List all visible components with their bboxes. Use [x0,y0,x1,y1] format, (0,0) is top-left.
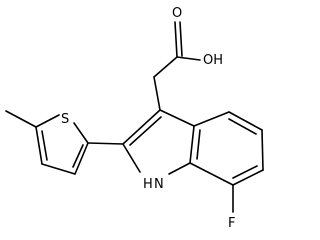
atom-labels: O OH S H N F [61,6,235,231]
bond-c2-c3-inner [129,116,162,146]
bond-c6-c7-inner [232,165,258,179]
bond-th-methyl [5,110,37,128]
bond-c3a-c7a-inner [196,129,201,160]
bond-c3a-c4 [193,111,230,127]
bond-c5-c6 [261,129,264,171]
bond-c2-thiophene [87,142,124,145]
atom-label-oxygen: O [172,6,182,21]
bond-th-c4-c3 [41,163,76,175]
bond-c7a-n1 [168,162,191,175]
atom-label-hydroxyl: OH [203,53,223,68]
bond-c7-c7a [189,162,234,186]
bond-c3a-c7a [189,125,195,164]
bond-th-c3-c2-inner [72,144,84,168]
bond-c3-c3a [159,109,195,127]
bond-th-c5-c4-inner [41,130,48,161]
bond-th-s-c5 [35,114,60,128]
bond-ch2-cooh [153,56,178,78]
atom-label-nitrogen: N [154,177,164,192]
bond-th-c2-s [73,122,89,144]
bonds [5,21,264,213]
atom-label-sulfur: S [61,112,69,127]
bond-c-o-double-a [174,21,178,58]
bond-th-c5-c4 [35,126,43,165]
bond-c4-c5 [228,111,263,131]
bond-n1-c2 [122,143,141,173]
atom-label-nh-hydrogen: H [143,177,153,192]
atom-label-fluorine: F [228,216,235,231]
chemical-structure: O OH S H N F [5,6,264,231]
bond-th-c3-c2 [74,142,89,175]
bond-c-oh [176,56,201,61]
bond-c6-c7 [232,169,264,186]
bond-c2-c3 [122,109,161,145]
bond-c3-ch2 [153,76,161,111]
bond-c4-c5-inner [228,118,257,135]
bond-c-o-double-b [179,21,183,57]
